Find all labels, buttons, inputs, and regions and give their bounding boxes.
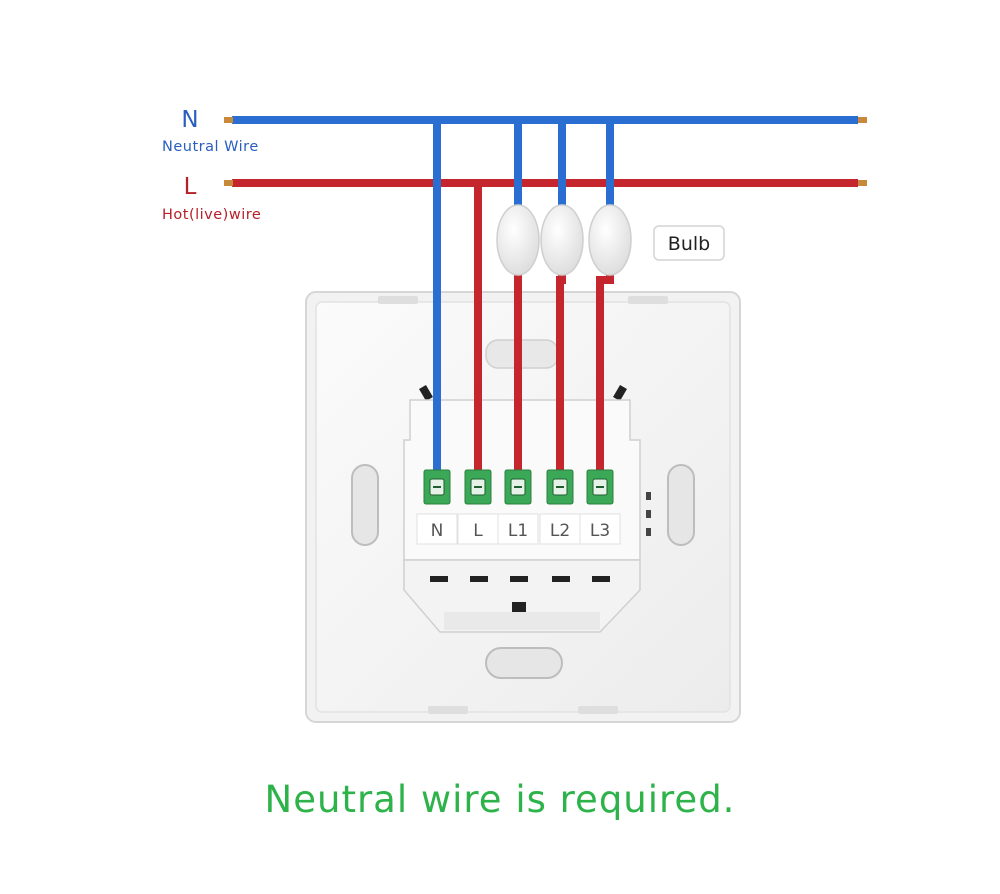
panel-clip — [578, 706, 618, 714]
copper-wire-end — [858, 117, 867, 123]
terminal-label: L1 — [508, 521, 528, 541]
neutral-label: Neutral Wire — [162, 139, 259, 155]
bulb-icon — [496, 204, 540, 276]
terminal-label: L3 — [590, 521, 610, 541]
module-slot — [512, 602, 526, 612]
copper-wire-end — [224, 180, 233, 186]
caption: Neutral wire is required. — [264, 778, 736, 821]
panel-clip — [378, 296, 418, 304]
live-letter: L — [184, 174, 197, 200]
panel-dot — [646, 528, 651, 536]
terminal-label: N — [431, 521, 444, 541]
copper-wire-end — [224, 117, 233, 123]
bulbs — [496, 204, 632, 276]
screw-terminal-l2: L2 — [539, 469, 581, 545]
screw-terminal-l1: L1 — [497, 469, 539, 545]
screw-terminal-l: L — [457, 469, 499, 545]
terminals: N L L1 L2 L3 — [416, 469, 621, 545]
panel-clip — [628, 296, 668, 304]
copper-wire-end — [858, 180, 867, 186]
panel-clip — [428, 706, 468, 714]
terminal-label-cell — [457, 513, 499, 545]
bulb-to-terminal-wire — [556, 260, 566, 476]
panel-dot — [646, 510, 651, 518]
panel-dot — [646, 492, 651, 500]
module-slot — [510, 576, 528, 582]
module-slot — [430, 576, 448, 582]
panel-marker — [419, 384, 433, 402]
terminal-label-cell — [416, 513, 458, 545]
wires — [224, 116, 867, 476]
terminal-label: L — [473, 521, 483, 541]
bulb-icon — [588, 204, 632, 276]
mounting-slot-icon — [485, 647, 563, 679]
mounting-slot-icon — [667, 464, 695, 546]
screw-terminal-l3: L3 — [579, 469, 621, 545]
bulb-icon — [540, 204, 584, 276]
module-slot — [470, 576, 488, 582]
terminal-label: L2 — [550, 521, 570, 541]
screw-terminal-n: N — [416, 469, 458, 545]
mounting-slot-icon — [351, 464, 379, 546]
bulb-label: Bulb — [653, 225, 725, 261]
module-base — [444, 612, 600, 630]
neutral-letter: N — [181, 107, 198, 133]
live-label: Hot(live)wire — [162, 207, 261, 223]
module-slot — [552, 576, 570, 582]
module-slot — [592, 576, 610, 582]
bulb-label-text: Bulb — [668, 233, 710, 255]
terminal-label-cell — [579, 513, 621, 545]
terminal-label-cell — [497, 513, 539, 545]
panel-marker — [613, 384, 627, 402]
